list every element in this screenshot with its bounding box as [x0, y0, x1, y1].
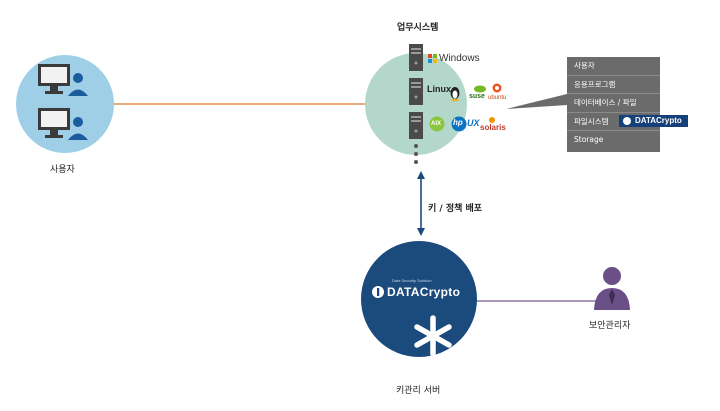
callout-pointer	[506, 94, 567, 109]
datacrypto-tagline: Data Security Solution	[392, 278, 432, 283]
solaris-sun-icon	[489, 117, 495, 123]
users-label: 사용자	[50, 165, 75, 175]
windows-logo-text: Windows	[439, 53, 480, 64]
security-admin-label: 보안관리자	[589, 321, 631, 331]
asterisk-key-icon	[414, 315, 452, 357]
windows-flag-icon	[428, 54, 437, 63]
key-policy-label: 키 / 정책 배포	[428, 204, 483, 214]
server-icon	[409, 44, 423, 71]
linux-logo-text: Linux	[427, 84, 451, 94]
datacrypto-logo-text: DATACrypto	[387, 285, 461, 299]
solaris-logo-text: solaris	[480, 123, 506, 132]
key-server-label: 키관리 서버	[396, 386, 441, 396]
datacrypto-badge: DATACrypto	[619, 114, 688, 127]
ubuntu-circle-icon	[492, 83, 502, 93]
hp-logo-text: hp	[453, 118, 463, 127]
server-icon	[409, 78, 423, 105]
hp-circle-icon	[451, 116, 467, 132]
layer-item: Storage	[574, 135, 604, 145]
server-icon	[409, 112, 423, 139]
layer-item: 응용프로그램	[567, 76, 660, 95]
user-computer-icon	[38, 64, 88, 96]
datacrypto-logo-mark	[372, 286, 384, 298]
security-admin-icon	[594, 267, 630, 310]
hpux-logo-text: UX	[467, 118, 480, 128]
business-system-label: 업무시스템	[397, 23, 439, 33]
layer-item: 데이터베이스 / 파일	[567, 94, 660, 113]
more-dots	[414, 144, 418, 164]
key-policy-arrow	[417, 171, 425, 236]
aix-badge-icon	[429, 116, 445, 132]
layer-item: 사용자	[567, 57, 660, 76]
suse-logo-text: suse	[469, 93, 485, 100]
ubuntu-logo-text: ubuntu	[488, 95, 507, 101]
tux-penguin-icon	[450, 87, 460, 102]
suse-chameleon-icon	[474, 85, 486, 93]
key-server-circle	[361, 241, 477, 357]
aix-logo-text: AIX	[431, 121, 442, 127]
user-computer-icon	[38, 108, 88, 140]
